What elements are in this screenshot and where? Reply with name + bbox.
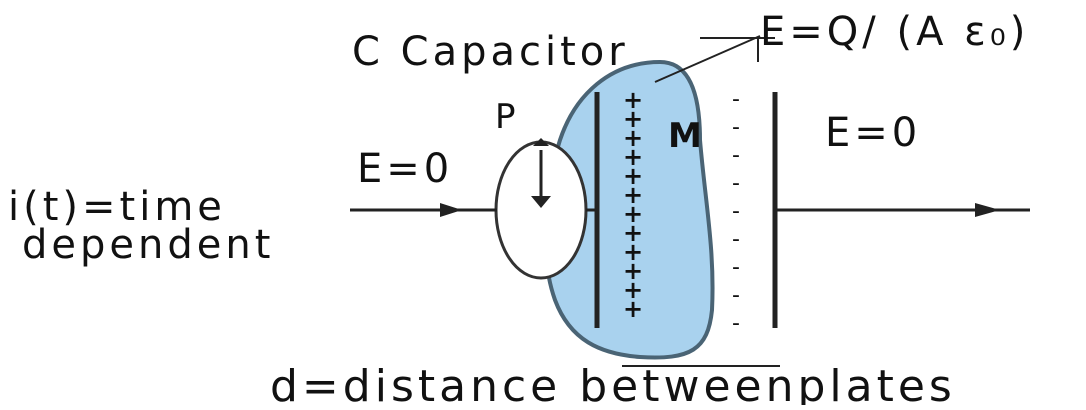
point-p-label: P — [495, 97, 516, 137]
field-right-label: E=0 — [825, 110, 921, 156]
negative-charge: - — [732, 87, 740, 112]
positive-charge: + — [623, 124, 643, 152]
positive-charge: + — [623, 238, 643, 266]
positive-charge: + — [623, 143, 643, 171]
negative-charges: - - - - - - - - - — [732, 87, 740, 336]
negative-charge: - — [732, 255, 740, 280]
negative-charge: - — [732, 199, 740, 224]
positive-charge: + — [623, 181, 643, 209]
negative-charge: - — [732, 171, 740, 196]
capacitor-label: C Capacitor — [352, 29, 629, 75]
current-label-line1: i(t)=time — [8, 184, 226, 230]
p-arrow-head-lower — [531, 196, 551, 208]
positive-charge: + — [623, 200, 643, 228]
negative-charge: - — [732, 311, 740, 336]
current-label-line2: dependent — [22, 222, 274, 268]
negative-charge: - — [732, 227, 740, 252]
positive-charge: + — [623, 276, 643, 304]
formula-pointer — [654, 35, 761, 83]
negative-charge: - — [732, 143, 740, 168]
p-arrow-head — [533, 138, 549, 146]
negative-charge: - — [732, 115, 740, 140]
positive-charge: + — [623, 257, 643, 285]
field-formula-label: E=Q/ (A ε₀) — [760, 9, 1029, 55]
positive-charge: + — [623, 86, 643, 114]
wire-right-arrow — [975, 203, 1000, 217]
positive-charges: ++++++++++++ — [623, 86, 643, 323]
point-m-label: M — [668, 116, 702, 156]
distance-label: d=distance betweenplates — [270, 361, 956, 405]
positive-charge: + — [623, 295, 643, 323]
positive-charge: + — [623, 162, 643, 190]
negative-charge: - — [732, 283, 740, 308]
positive-charge: + — [623, 105, 643, 133]
positive-charge: + — [623, 219, 643, 247]
field-left-label: E=0 — [357, 146, 453, 192]
wire-left-arrow — [440, 203, 462, 217]
